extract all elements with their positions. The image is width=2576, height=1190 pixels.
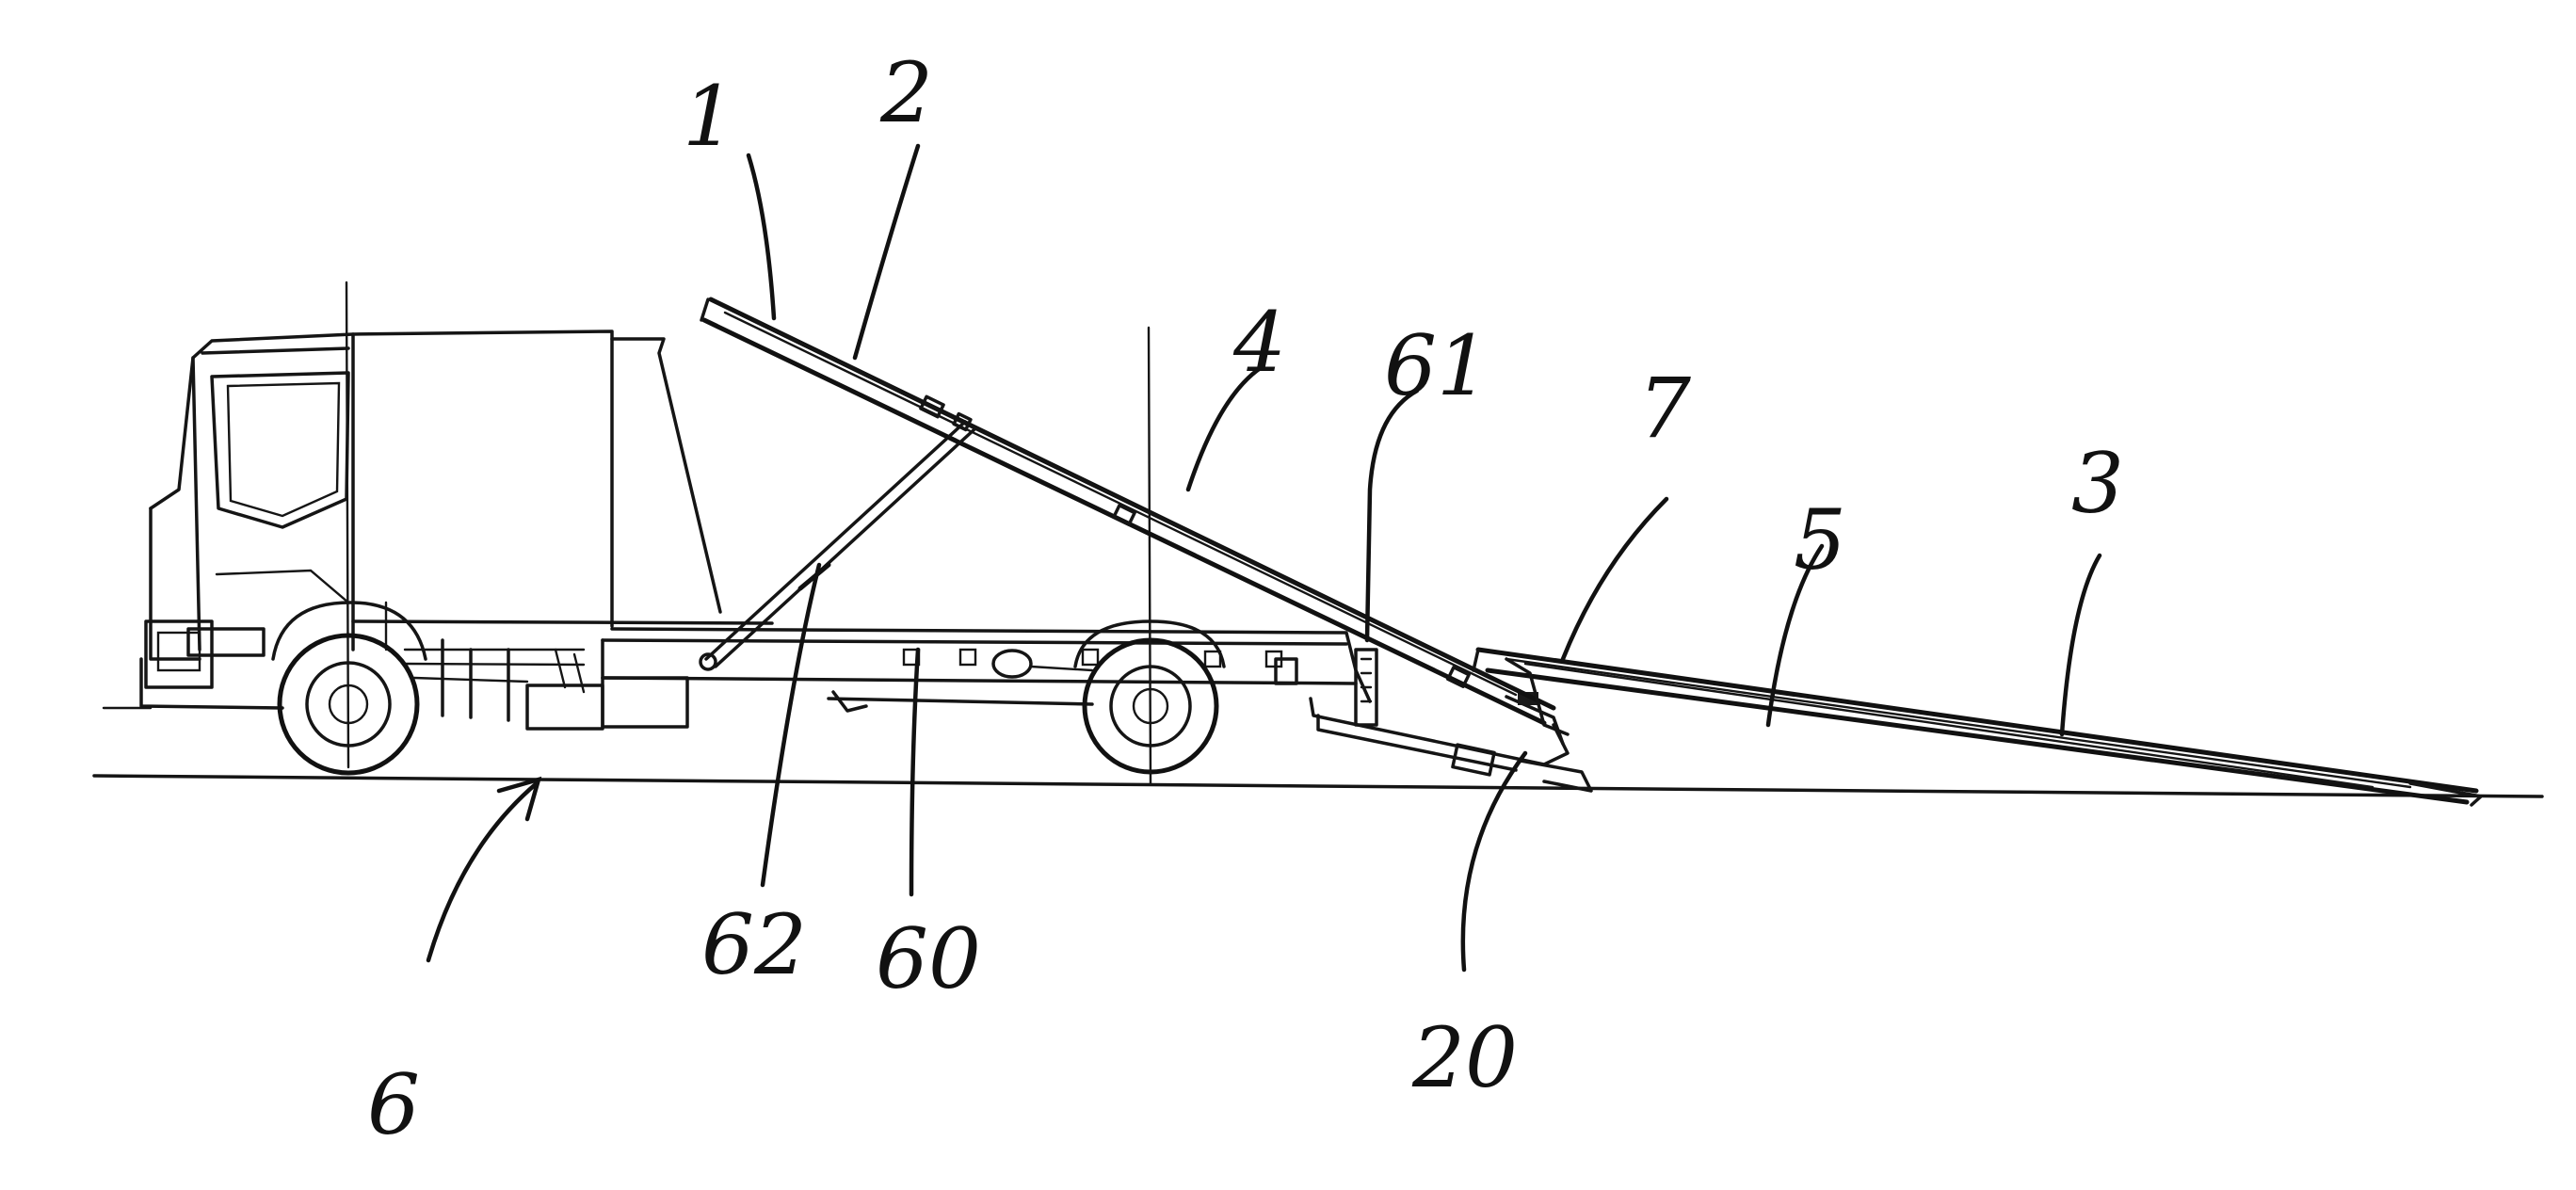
- ref-label-61: 61: [1384, 325, 1489, 408]
- leader-6: [428, 783, 537, 960]
- ref-label-1: 1: [683, 75, 735, 158]
- ref-label-20: 20: [1412, 1017, 1518, 1100]
- leader-7: [1563, 499, 1666, 659]
- leader-3: [2062, 555, 2100, 734]
- ground-line: [94, 776, 2542, 796]
- truck-chassis: [405, 629, 1370, 729]
- ref-label-4: 4: [1233, 301, 1286, 384]
- leader-2: [855, 146, 918, 358]
- ref-label-3: 3: [2071, 442, 2124, 525]
- leader-60: [911, 650, 918, 894]
- ramp: [1473, 650, 2481, 805]
- rear-axle-reference-line: [1149, 328, 1151, 783]
- leader-61: [1367, 391, 1417, 640]
- ref-label-7: 7: [1638, 367, 1691, 450]
- leader-20: [1463, 753, 1525, 970]
- ref-label-5: 5: [1794, 499, 1846, 582]
- front-axle-reference-line: [346, 282, 348, 767]
- truck-cab: [141, 334, 386, 708]
- truck-body-box: [353, 331, 772, 626]
- ref-label-62: 62: [701, 904, 807, 987]
- leader-62: [763, 565, 819, 885]
- ref-label-6: 6: [367, 1064, 420, 1147]
- leader-1: [749, 155, 774, 318]
- ref-label-2: 2: [880, 52, 933, 135]
- ref-label-60: 60: [876, 918, 981, 1001]
- hydraulic-ram: [700, 422, 974, 669]
- leader-lines: [428, 146, 2100, 970]
